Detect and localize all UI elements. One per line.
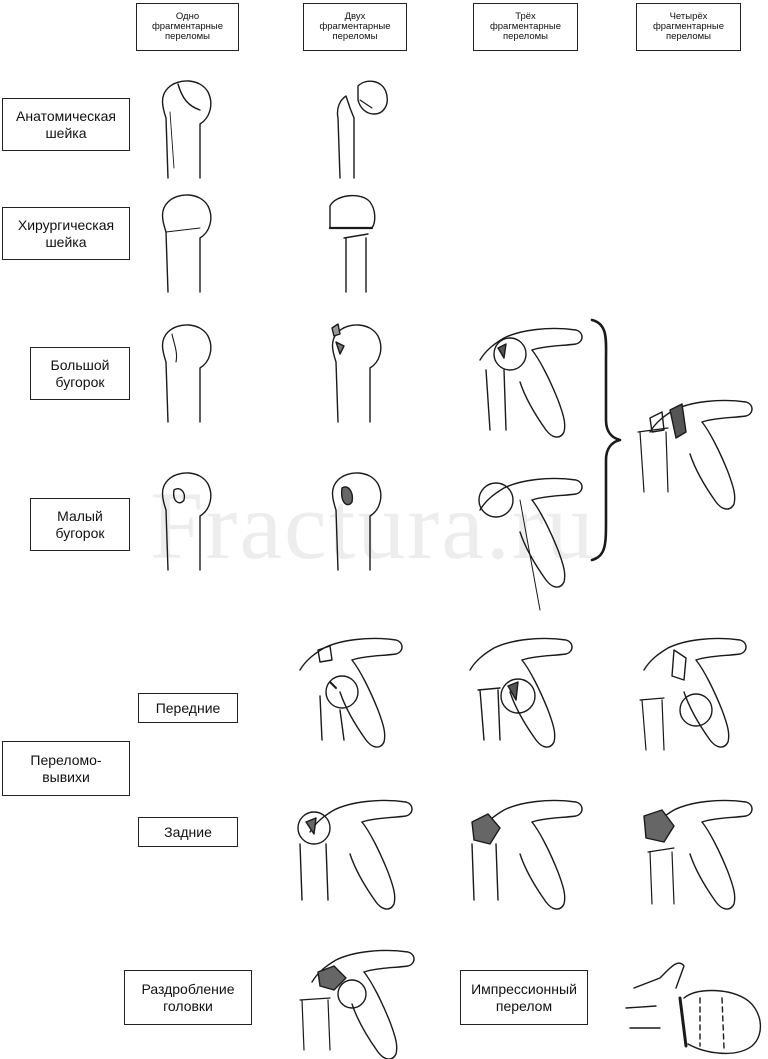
- art-impression: [625, 962, 762, 1055]
- art-posterior-three: [471, 799, 583, 910]
- art-lesser-two: [331, 472, 382, 571]
- label-impression-fracture: Импрессионный перелом: [460, 970, 588, 1025]
- art-anatomical-one: [161, 80, 212, 179]
- label-greater-tuberosity: Большой бугорок: [30, 347, 130, 400]
- art-anterior-two: [299, 637, 403, 748]
- art-four-part-anterior: [639, 637, 747, 751]
- art-lesser-three: [478, 477, 583, 611]
- art-lesser-one: [161, 472, 212, 571]
- label-posterior: Задние: [138, 817, 238, 847]
- watermark: Fractura.ru: [150, 472, 596, 579]
- label-anatomical-neck: Анатомическая шейка: [2, 98, 130, 151]
- label-anterior: Передние: [138, 693, 238, 723]
- label-head-splitting: Раздробление головки: [124, 970, 252, 1025]
- label-surgical-neck: Хирургическая шейка: [2, 207, 130, 260]
- art-greater-three: [479, 327, 583, 438]
- art-posterior-two: [297, 799, 413, 910]
- art-four-part: [637, 399, 753, 510]
- art-head-splitting: [299, 949, 415, 1059]
- art-greater-two: [331, 323, 382, 423]
- art-anterior-three: [469, 637, 573, 748]
- header-one-part: Одно фрагментарные переломы: [136, 3, 239, 51]
- header-four-part: Четырёх фрагментарные переломы: [636, 3, 741, 51]
- header-three-part: Трёх фрагментарные переломы: [473, 3, 578, 51]
- art-anatomical-two: [336, 80, 388, 179]
- art-surgical-two: [328, 195, 376, 293]
- grouping-brace: [590, 318, 622, 562]
- header-two-part: Двух фрагментарные переломы: [303, 3, 407, 51]
- art-greater-one: [161, 324, 212, 423]
- label-fracture-dislocations: Переломо- вывихи: [2, 741, 130, 796]
- art-surgical-one: [161, 194, 212, 293]
- label-lesser-tuberosity: Малый бугорок: [30, 498, 130, 551]
- art-posterior-four: [643, 799, 753, 910]
